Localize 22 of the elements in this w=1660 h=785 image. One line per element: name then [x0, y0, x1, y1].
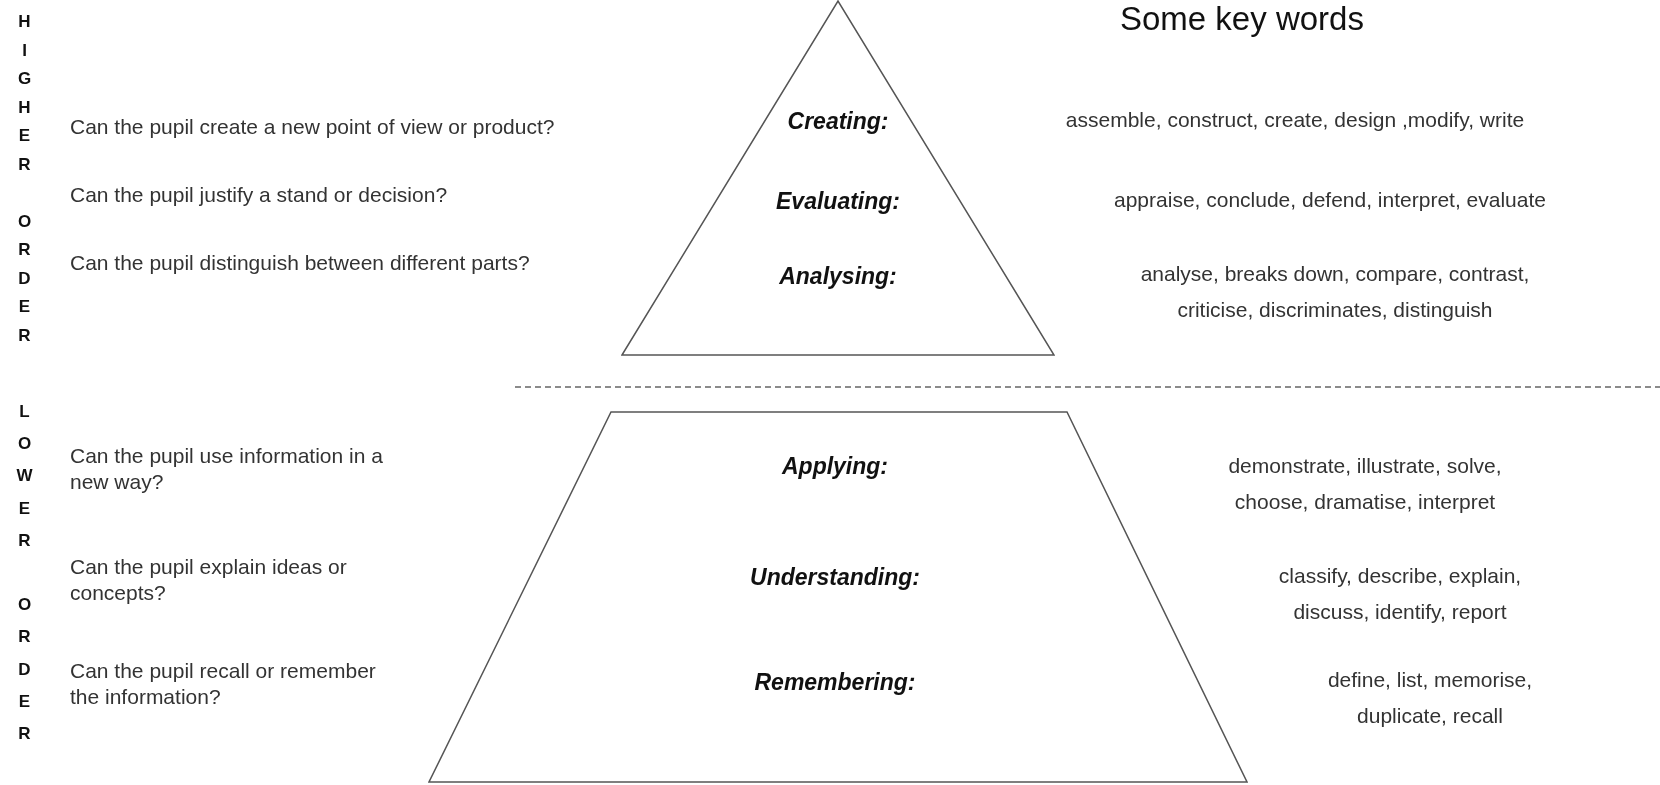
keyword-list: demonstrate, illustrate, solve, choose, dramatise, interpret	[1200, 448, 1530, 520]
question-text: Can the pupil justify a stand or decision?	[70, 182, 449, 208]
level-label: Remembering:	[754, 669, 916, 696]
question-text: Can the pupil recall or remember the information?	[70, 658, 377, 710]
question-text: Can the pupil distinguish between different parts?	[70, 250, 531, 276]
keyword-list: assemble, construct, create, design ,modify, write	[1000, 102, 1590, 138]
question-text: Can the pupil explain ideas or concepts?	[70, 554, 348, 606]
level-label: Creating:	[787, 108, 889, 135]
keyword-list: analyse, breaks down, compare, contrast, criticise, discriminates, distinguish	[1115, 256, 1555, 328]
keyword-list: appraise, conclude, defend, interpret, evaluate	[1030, 182, 1630, 218]
vertical-heading: LOWER ORDER	[14, 402, 34, 757]
column-heading: Some key words	[1120, 0, 1364, 38]
level-label: Analysing:	[779, 263, 897, 290]
question-text: Can the pupil create a new point of view or product?	[70, 114, 556, 140]
pyramid-top-triangle	[621, 0, 1055, 356]
keyword-list: define, list, memorise, duplicate, recall	[1300, 662, 1560, 734]
level-label: Applying:	[782, 453, 888, 480]
level-label: Understanding:	[750, 564, 920, 591]
vertical-heading: HIGHER ORDER	[14, 12, 34, 354]
level-label: Evaluating:	[776, 188, 900, 215]
keyword-list: classify, describe, explain, discuss, identify, report	[1255, 558, 1545, 630]
question-text: Can the pupil use information in a new way?	[70, 443, 384, 495]
